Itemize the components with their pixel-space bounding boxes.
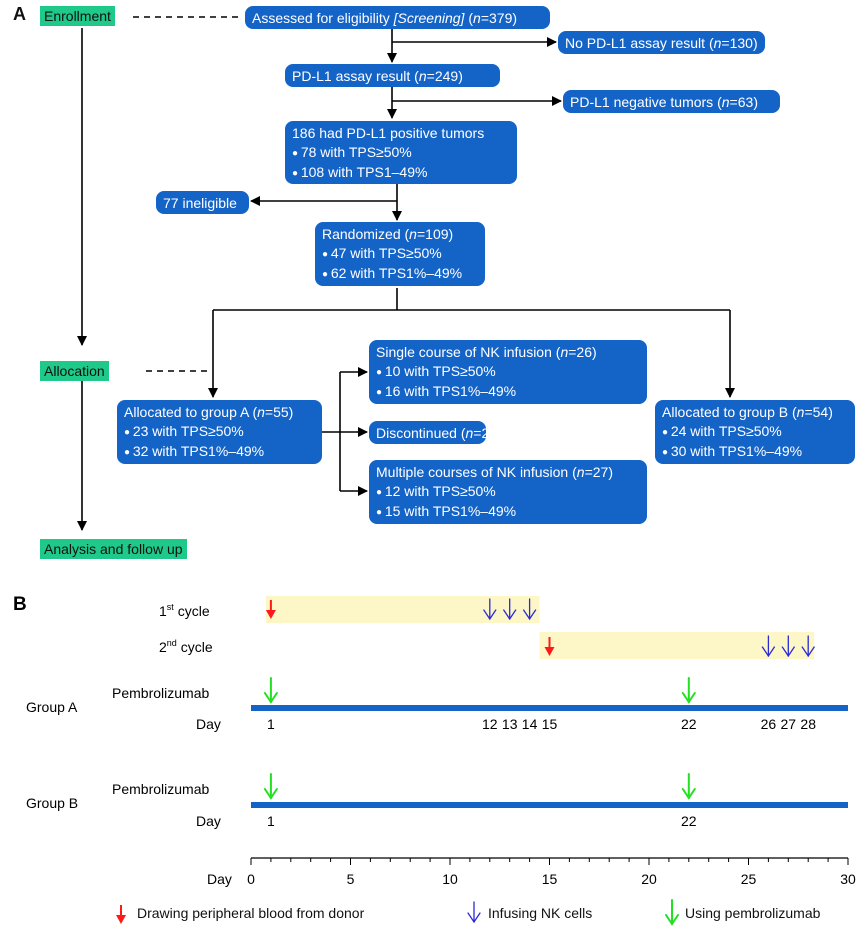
cycle-1-label: 1st cycle xyxy=(159,602,210,619)
box-screening: Assessed for eligibility [Screening] (n=… xyxy=(245,6,550,29)
group-b-pembrolizumab-arrow xyxy=(681,773,696,800)
multiple-courses-item: 12 with TPS≥50% xyxy=(376,482,640,502)
panel-a-label: A xyxy=(13,4,26,24)
group-a-day-label: 12 xyxy=(482,716,498,732)
group-a-day-word: Day xyxy=(196,716,221,732)
multiple-courses-item: 15 with TPS1%–49% xyxy=(376,502,640,522)
randomized-item: 47 with TPS≥50% xyxy=(322,244,478,264)
legend-icons xyxy=(116,899,679,926)
cycle-1-blood-draw-arrow xyxy=(265,600,276,619)
flow-connectors xyxy=(77,16,735,531)
group-a-day-label: 22 xyxy=(681,716,697,732)
cycle-1-nk-infusion-arrow xyxy=(522,598,537,621)
day-axis-tick-label: 5 xyxy=(347,871,355,887)
box-discontinued: Discontinued (n=2) xyxy=(369,421,494,444)
day-axis-tick-label: 0 xyxy=(247,871,255,887)
cycle-1-nk-infusion-arrow xyxy=(483,598,497,621)
group-a-timeline-bar xyxy=(251,705,848,711)
group-b-day-label: 1 xyxy=(267,813,275,829)
box-group-a: Allocated to group A (n=55) 23 with TPS≥… xyxy=(117,400,322,464)
day-axis-tick-label: 10 xyxy=(442,871,458,887)
group-a-label: Group A xyxy=(26,699,78,715)
single-course-item: 16 with TPS1%–49% xyxy=(376,382,640,402)
group-b-day-word: Day xyxy=(196,813,221,829)
stage-allocation: Allocation xyxy=(40,361,109,381)
legend-nk: Infusing NK cells xyxy=(488,905,593,921)
box-multiple-courses: Multiple courses of NK infusion (n=27) 1… xyxy=(369,460,647,524)
group-a-item: 23 with TPS≥50% xyxy=(124,422,315,442)
positive-item: 108 with TPS1–49% xyxy=(292,163,510,183)
day-axis-tick-label: 25 xyxy=(741,871,757,887)
randomized-item: 62 with TPS1%–49% xyxy=(322,264,478,284)
group-a-day-label: 26 xyxy=(761,716,777,732)
legend-blood: Drawing peripheral blood from donor xyxy=(137,905,365,921)
group-b-label: Group B xyxy=(26,795,78,811)
stage-enrollment: Enrollment xyxy=(40,6,115,26)
box-negative: PD-L1 negative tumors (n=63) xyxy=(563,90,780,113)
box-group-b: Allocated to group B (n=54) 24 with TPS≥… xyxy=(655,400,855,464)
box-positive: 186 had PD-L1 positive tumors 78 with TP… xyxy=(285,121,517,184)
cycle-1-nk-infusion-arrow xyxy=(503,598,517,621)
cycle-2-nk-infusion-arrow xyxy=(781,635,795,658)
group-a-item: 32 with TPS1%–49% xyxy=(124,442,315,462)
group-a-pembrolizumab-arrow xyxy=(263,677,278,704)
single-course-item: 10 with TPS≥50% xyxy=(376,362,640,382)
cycle-2-blood-draw-arrow xyxy=(544,637,555,656)
positive-item: 78 with TPS≥50% xyxy=(292,143,510,163)
group-a-day-label: 1 xyxy=(267,716,275,732)
cycle-2-nk-infusion-arrow xyxy=(761,635,776,658)
box-no-assay: No PD-L1 assay result (n=130) xyxy=(558,31,765,54)
day-axis-tick-label: 20 xyxy=(641,871,657,887)
cycle-1-band xyxy=(265,596,540,623)
group-a-day-label: 14 xyxy=(522,716,538,732)
legend-red-arrow-icon xyxy=(116,905,126,924)
group-a-pembrolizumab-arrow xyxy=(681,677,696,704)
group-b-day-label: 22 xyxy=(681,813,697,829)
group-b-item: 24 with TPS≥50% xyxy=(662,422,848,442)
group-a-day-label: 15 xyxy=(542,716,558,732)
group-b-item: 30 with TPS1%–49% xyxy=(662,442,848,462)
day-axis-ticks xyxy=(250,858,849,865)
legend-blue-arrow-icon xyxy=(467,901,481,924)
group-a-day-label: 27 xyxy=(781,716,797,732)
box-randomized: Randomized (n=109) 47 with TPS≥50% 62 wi… xyxy=(315,222,485,286)
cycle-2-nk-infusion-arrow xyxy=(801,635,815,658)
legend-green-arrow-icon xyxy=(665,899,679,926)
positive-title: 186 had PD-L1 positive tumors xyxy=(292,125,485,141)
legend-pembro: Using pembrolizumab xyxy=(685,905,821,921)
box-assay: PD-L1 assay result (n=249) xyxy=(285,64,500,87)
group-a-drug-label: Pembrolizumab xyxy=(112,685,209,701)
group-b-drug-label: Pembrolizumab xyxy=(112,781,209,797)
group-b-timeline-bar xyxy=(251,802,848,808)
box-single-course: Single course of NK infusion (n=26) 10 w… xyxy=(369,340,647,404)
panel-b-label: B xyxy=(13,594,27,615)
group-a-day-label: 28 xyxy=(800,716,816,732)
stage-analysis: Analysis and follow up xyxy=(40,539,187,559)
group-a-day-label: 13 xyxy=(502,716,518,732)
group-b-pembrolizumab-arrow xyxy=(263,773,278,800)
day-axis-tick-label: 15 xyxy=(542,871,558,887)
day-axis-tick-labels: 0 5 10 15 20 25 30 xyxy=(247,871,856,887)
day-axis-tick-label: 30 xyxy=(840,871,856,887)
box-ineligible: 77 ineligible xyxy=(156,191,249,214)
cycle-2-label: 2nd cycle xyxy=(159,638,213,655)
cycle-2-band xyxy=(539,632,815,659)
day-axis-label: Day xyxy=(207,871,232,887)
